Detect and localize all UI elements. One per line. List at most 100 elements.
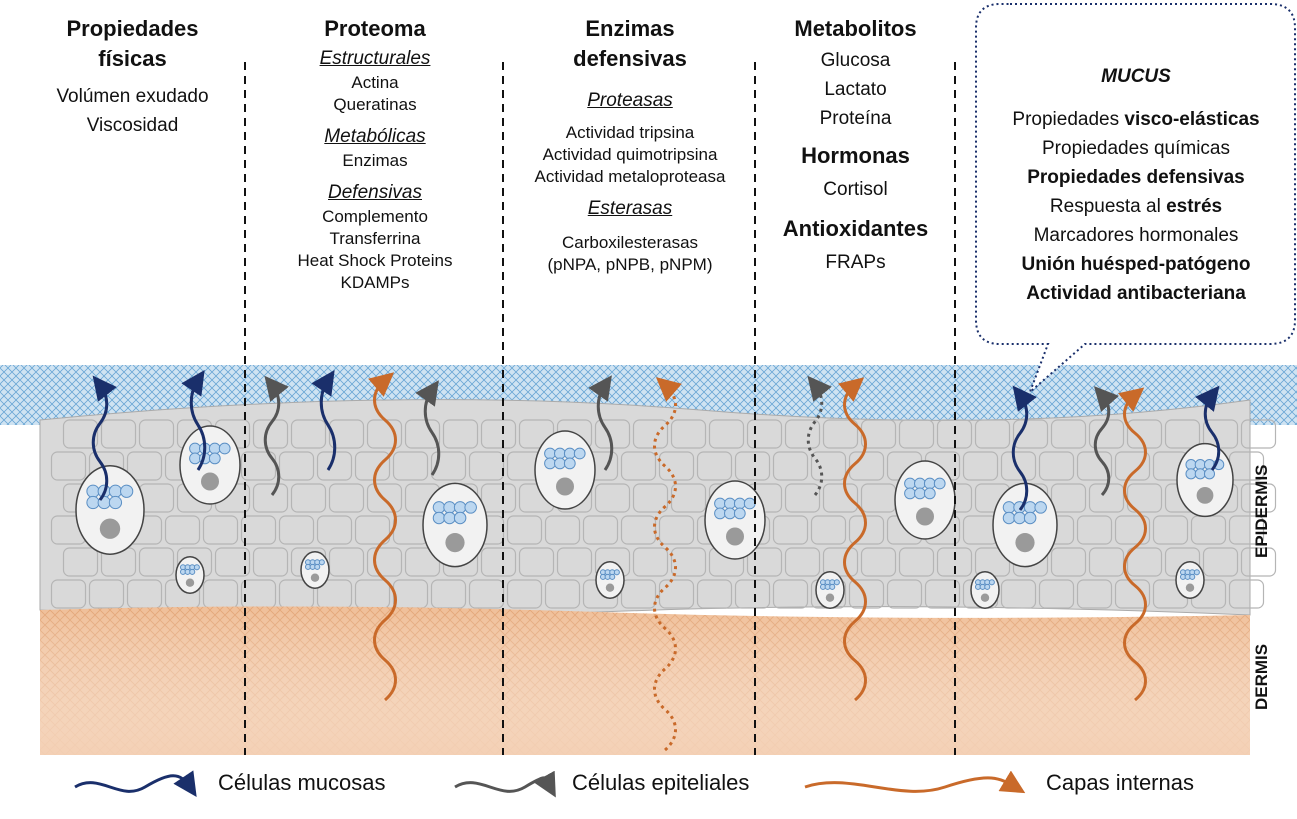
epidermal-cell — [936, 547, 973, 577]
epidermal-cell — [1114, 579, 1151, 609]
epidermal-cell — [1088, 483, 1125, 513]
epidermal-cell — [88, 579, 125, 609]
mucus-line-bold: Actividad antibacteriana — [1026, 283, 1246, 304]
item: Actina — [351, 73, 399, 92]
flow-arrow — [653, 377, 682, 752]
legend-arrow-epiteliales — [454, 770, 556, 798]
epidermal-cell — [50, 579, 87, 609]
epidermal-cell — [620, 579, 657, 609]
column-physical: Propiedades físicas Volúmen exudado Visc… — [20, 14, 245, 140]
item: Actividad quimotripsina — [542, 145, 718, 164]
mucous-cell — [815, 571, 845, 609]
epidermal-cell — [1152, 515, 1189, 545]
epidermal-cell — [1114, 451, 1151, 481]
epidermal-cell — [138, 419, 175, 449]
epidermal-cell — [886, 579, 923, 609]
epidermal-cell — [1000, 451, 1037, 481]
epidermal-cell — [278, 515, 315, 545]
flow-arrow — [1195, 385, 1221, 471]
epidermal-cell — [138, 547, 175, 577]
epidermal-cell — [354, 451, 391, 481]
group-title: Proteasas — [587, 90, 673, 111]
column-proteome: Proteoma Estructurales Actina Queratinas… — [250, 14, 500, 294]
epidermal-cell — [620, 515, 657, 545]
epidermal-cell — [544, 515, 581, 545]
epidermal-cell — [316, 515, 353, 545]
epidermal-cell — [1202, 547, 1239, 577]
epidermal-cell — [822, 547, 859, 577]
epidermal-cell — [252, 483, 289, 513]
epidermal-cell — [1012, 419, 1049, 449]
epidermal-cell — [328, 547, 365, 577]
epidermal-cell — [772, 451, 809, 481]
epidermal-cell — [848, 515, 885, 545]
epidermal-cell — [290, 419, 327, 449]
group-title: Esterasas — [587, 198, 673, 219]
flow-arrow — [91, 375, 117, 501]
mucous-cell — [175, 556, 205, 594]
mucous-cell — [534, 430, 596, 510]
flow-arrow — [368, 372, 397, 702]
epidermal-cell — [772, 579, 809, 609]
legend-mucosas: Células mucosas — [218, 770, 386, 795]
item: Transferrina — [329, 229, 421, 248]
epidermal-cell — [404, 419, 441, 449]
epidermal-cell — [734, 579, 771, 609]
epidermal-cell — [62, 547, 99, 577]
mucus-line: Respuesta al estrés — [978, 192, 1294, 221]
flow-arrow — [311, 370, 337, 471]
epidermal-cell — [594, 483, 631, 513]
mucus-line-text: Respuesta al — [1049, 196, 1167, 217]
epidermal-cell — [252, 547, 289, 577]
epidermal-cell — [658, 579, 695, 609]
epidermal-cell — [1050, 547, 1087, 577]
legend-arrow-mucosas — [74, 770, 197, 797]
epidermal-cell — [252, 419, 289, 449]
epidermal-cell — [696, 451, 733, 481]
heading-enzymes: Enzimas defensivas — [573, 16, 687, 71]
epidermal-cell — [1050, 419, 1087, 449]
epidermal-cell — [1240, 419, 1277, 449]
epidermal-cell — [1038, 451, 1075, 481]
mucous-cell — [595, 561, 625, 599]
epidermal-cell — [582, 515, 619, 545]
epidermal-cell — [962, 451, 999, 481]
mucous-cell — [1176, 442, 1234, 518]
epidermal-cell — [784, 547, 821, 577]
item: Enzimas — [342, 151, 408, 170]
epidermal-cell — [658, 515, 695, 545]
epidermal-cell — [506, 579, 543, 609]
group-title: Defensivas — [328, 182, 422, 203]
epidermal-cell — [898, 547, 935, 577]
legend-arrow-internas — [804, 770, 1026, 794]
mucus-line-text: Propiedades químicas — [1042, 138, 1230, 159]
item: Volúmen exudado — [56, 86, 209, 107]
flow-arrow — [263, 375, 289, 496]
epidermal-cell — [164, 515, 201, 545]
epidermal-cell — [1114, 515, 1151, 545]
epidermal-cell — [430, 579, 467, 609]
item: Lactato — [824, 79, 887, 100]
epidermal-cell — [1076, 579, 1113, 609]
mucous-cell — [179, 425, 241, 505]
flow-arrow — [415, 380, 441, 476]
epidermal-cell — [784, 483, 821, 513]
flow-arrow — [1011, 385, 1037, 511]
epidermal-cell — [366, 547, 403, 577]
epidermal-cell — [848, 451, 885, 481]
epidermal-cell — [62, 419, 99, 449]
item: Actividad metaloproteasa — [534, 167, 726, 186]
epidermal-cell — [670, 547, 707, 577]
label-dermis: DERMIS — [1252, 643, 1271, 710]
epidermal-cell — [632, 419, 669, 449]
flow-arrow — [181, 370, 207, 471]
epidermal-cell — [518, 547, 555, 577]
flow-arrow — [1093, 386, 1119, 497]
epidermal-cell — [898, 419, 935, 449]
epidermal-cell — [670, 483, 707, 513]
mucous-cell — [75, 465, 145, 555]
epidermal-cell — [202, 515, 239, 545]
column-metabolites: Metabolitos Glucosa Lactato Proteína Hor… — [758, 14, 953, 277]
